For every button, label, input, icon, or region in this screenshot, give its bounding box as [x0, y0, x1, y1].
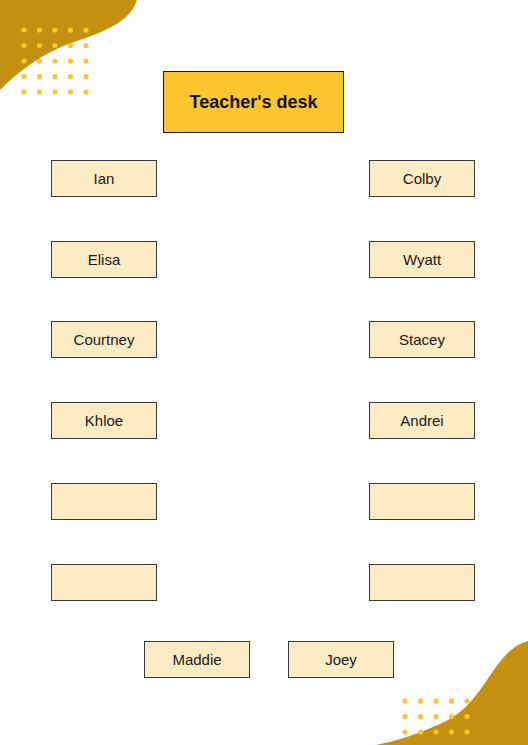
dot — [464, 714, 469, 719]
empty-seat — [370, 565, 475, 601]
dot — [37, 74, 42, 79]
dot — [21, 89, 26, 94]
corner-shape — [0, 0, 137, 90]
dot — [52, 89, 57, 94]
student-name: Stacey — [399, 331, 445, 348]
student-seat: Ian — [51, 160, 157, 197]
corner-shape — [376, 641, 528, 745]
dot — [21, 43, 26, 48]
dot — [418, 714, 423, 719]
dot — [68, 27, 73, 32]
empty-seat — [370, 484, 475, 520]
dot — [418, 698, 423, 703]
student-name: Andrei — [400, 412, 443, 429]
dot — [83, 89, 88, 94]
dot — [433, 729, 438, 734]
student-name: Ian — [94, 170, 115, 187]
dot — [402, 714, 407, 719]
student-seat: Andrei — [369, 402, 475, 439]
dot — [37, 27, 42, 32]
student-name: Wyatt — [403, 251, 441, 268]
teacher-desk: Teacher's desk — [163, 71, 344, 133]
dot — [464, 698, 469, 703]
dot — [21, 74, 26, 79]
student-seat: Maddie — [144, 641, 250, 678]
dot — [402, 698, 407, 703]
student-name: Colby — [403, 170, 441, 187]
dot — [52, 74, 57, 79]
dot — [68, 58, 73, 63]
student-name: Elisa — [88, 251, 121, 268]
dot — [37, 43, 42, 48]
student-seat: Courtney — [51, 321, 157, 358]
dot — [37, 58, 42, 63]
dot — [433, 698, 438, 703]
dot — [449, 729, 454, 734]
dot — [83, 58, 88, 63]
empty-seat — [52, 484, 157, 520]
dot — [68, 89, 73, 94]
dot — [21, 58, 26, 63]
dot — [52, 27, 57, 32]
dot — [52, 43, 57, 48]
dot — [464, 729, 469, 734]
student-name: Joey — [325, 651, 357, 668]
dot — [418, 729, 423, 734]
dot — [449, 714, 454, 719]
desk-label: Teacher's desk — [189, 92, 317, 113]
student-name: Khloe — [85, 412, 123, 429]
dot — [83, 74, 88, 79]
dot — [21, 27, 26, 32]
dot — [449, 698, 454, 703]
student-seat: Colby — [369, 160, 475, 197]
dot — [37, 89, 42, 94]
dot — [68, 43, 73, 48]
dot — [52, 58, 57, 63]
dot — [433, 714, 438, 719]
empty-seat — [52, 565, 157, 601]
dot-grid — [21, 27, 88, 94]
dot — [83, 27, 88, 32]
dot — [402, 729, 407, 734]
student-seat: Khloe — [51, 402, 157, 439]
student-seat: Joey — [288, 641, 394, 678]
student-seat: Elisa — [51, 241, 157, 278]
student-name: Maddie — [172, 651, 221, 668]
dot-grid — [402, 698, 469, 734]
dot — [83, 43, 88, 48]
student-seat: Stacey — [369, 321, 475, 358]
student-seat: Wyatt — [369, 241, 475, 278]
dot — [68, 74, 73, 79]
student-name: Courtney — [74, 331, 135, 348]
